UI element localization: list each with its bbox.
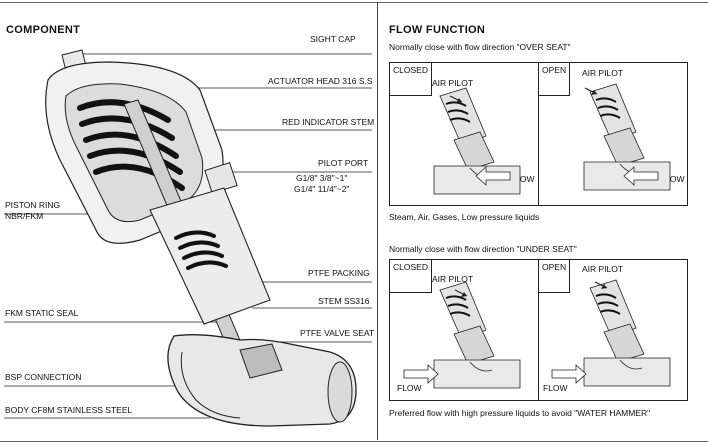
label-bsp-connection: BSP CONNECTION — [5, 372, 82, 382]
over-seat-open-tag: OPEN — [539, 63, 571, 96]
column-divider — [377, 2, 378, 440]
valve-cutaway-drawing — [4, 49, 372, 427]
over-seat-open-air-pilot: AIR PILOT — [582, 68, 624, 78]
flow-function-heading: FLOW FUNCTION — [389, 24, 486, 36]
under-seat-closed-tag: CLOSED — [390, 260, 432, 293]
under-seat-open-tag: OPEN — [539, 260, 571, 293]
label-pilot-port-size-1: G1/8" 3/8"~1" — [296, 173, 348, 183]
over-seat-closed-air-pilot: AIR PILOT — [432, 78, 474, 88]
label-stem: STEM SS316 — [318, 296, 370, 306]
label-sight-cap: SIGHT CAP — [310, 34, 356, 44]
label-pilot-port-size-2: G1/4" 11/4"~2" — [294, 184, 350, 194]
label-actuator-head: ACTUATOR HEAD 316 S.S — [268, 76, 373, 86]
bottom-rule — [0, 441, 708, 442]
component-heading: COMPONENT — [6, 24, 81, 36]
label-fkm-static-seal: FKM STATIC SEAL — [5, 308, 79, 318]
over-seat-title: Normally close with flow direction "OVER… — [389, 42, 571, 52]
top-rule — [0, 2, 708, 3]
over-seat-caption: Steam, Air, Gases, Low pressure liquids — [389, 212, 540, 222]
under-seat-caption: Preferred flow with high pressure liquid… — [389, 408, 651, 418]
under-seat-open-air-pilot: AIR PILOT — [582, 264, 624, 274]
label-ptfe-packing: PTFE PACKING — [308, 268, 370, 278]
over-seat-closed-tag: CLOSED — [390, 63, 432, 96]
label-piston-ring-material: NBR/FKM — [5, 211, 44, 221]
under-seat-closed-flow: FLOW — [397, 383, 422, 393]
label-piston-ring: PISTON RING — [5, 200, 61, 210]
label-red-indicator-stem: RED INDICATOR STEM — [282, 117, 375, 127]
label-pilot-port: PILOT PORT — [318, 158, 369, 168]
label-ptfe-valve-seat: PTFE VALVE SEAT — [300, 328, 375, 338]
under-seat-closed-air-pilot: AIR PILOT — [432, 274, 474, 284]
label-body-material: BODY CF8M STAINLESS STEEL — [5, 405, 133, 415]
over-seat-closed-flow: FLOW — [510, 174, 535, 184]
under-seat-title: Normally close with flow direction "UNDE… — [389, 244, 577, 254]
over-seat-open-flow: FLOW — [660, 174, 685, 184]
under-seat-open-flow: FLOW — [543, 383, 568, 393]
